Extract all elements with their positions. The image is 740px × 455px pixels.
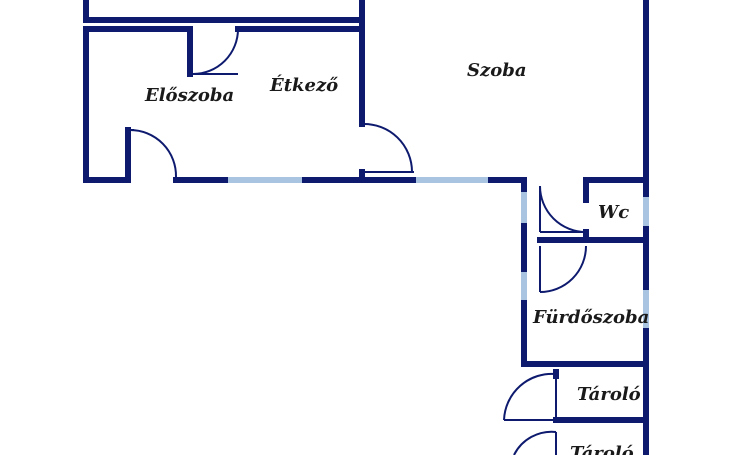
label-furdoszoba: Fürdőszoba [532,307,649,328]
label-tarolo-1: Tároló [577,384,641,405]
label-tarolo-2: Tároló [570,443,634,455]
room-labels: Előszoba Étkező Szoba Wc Fürdőszoba Táro… [144,60,649,455]
label-etkezo: Étkező [269,73,338,96]
door-szoba [361,122,414,173]
door-eloszoba-etkezo [190,28,239,75]
door-tarolo-1 [503,372,557,421]
door-tarolo-2 [513,430,557,455]
label-wc: Wc [598,202,629,223]
door-furdoszoba [539,245,587,293]
label-szoba: Szoba [467,60,526,81]
door-wc [539,185,587,233]
windows [228,177,649,328]
walls [83,0,649,455]
label-eloszoba: Előszoba [144,85,234,106]
doors [128,28,587,455]
door-entry [128,129,178,178]
